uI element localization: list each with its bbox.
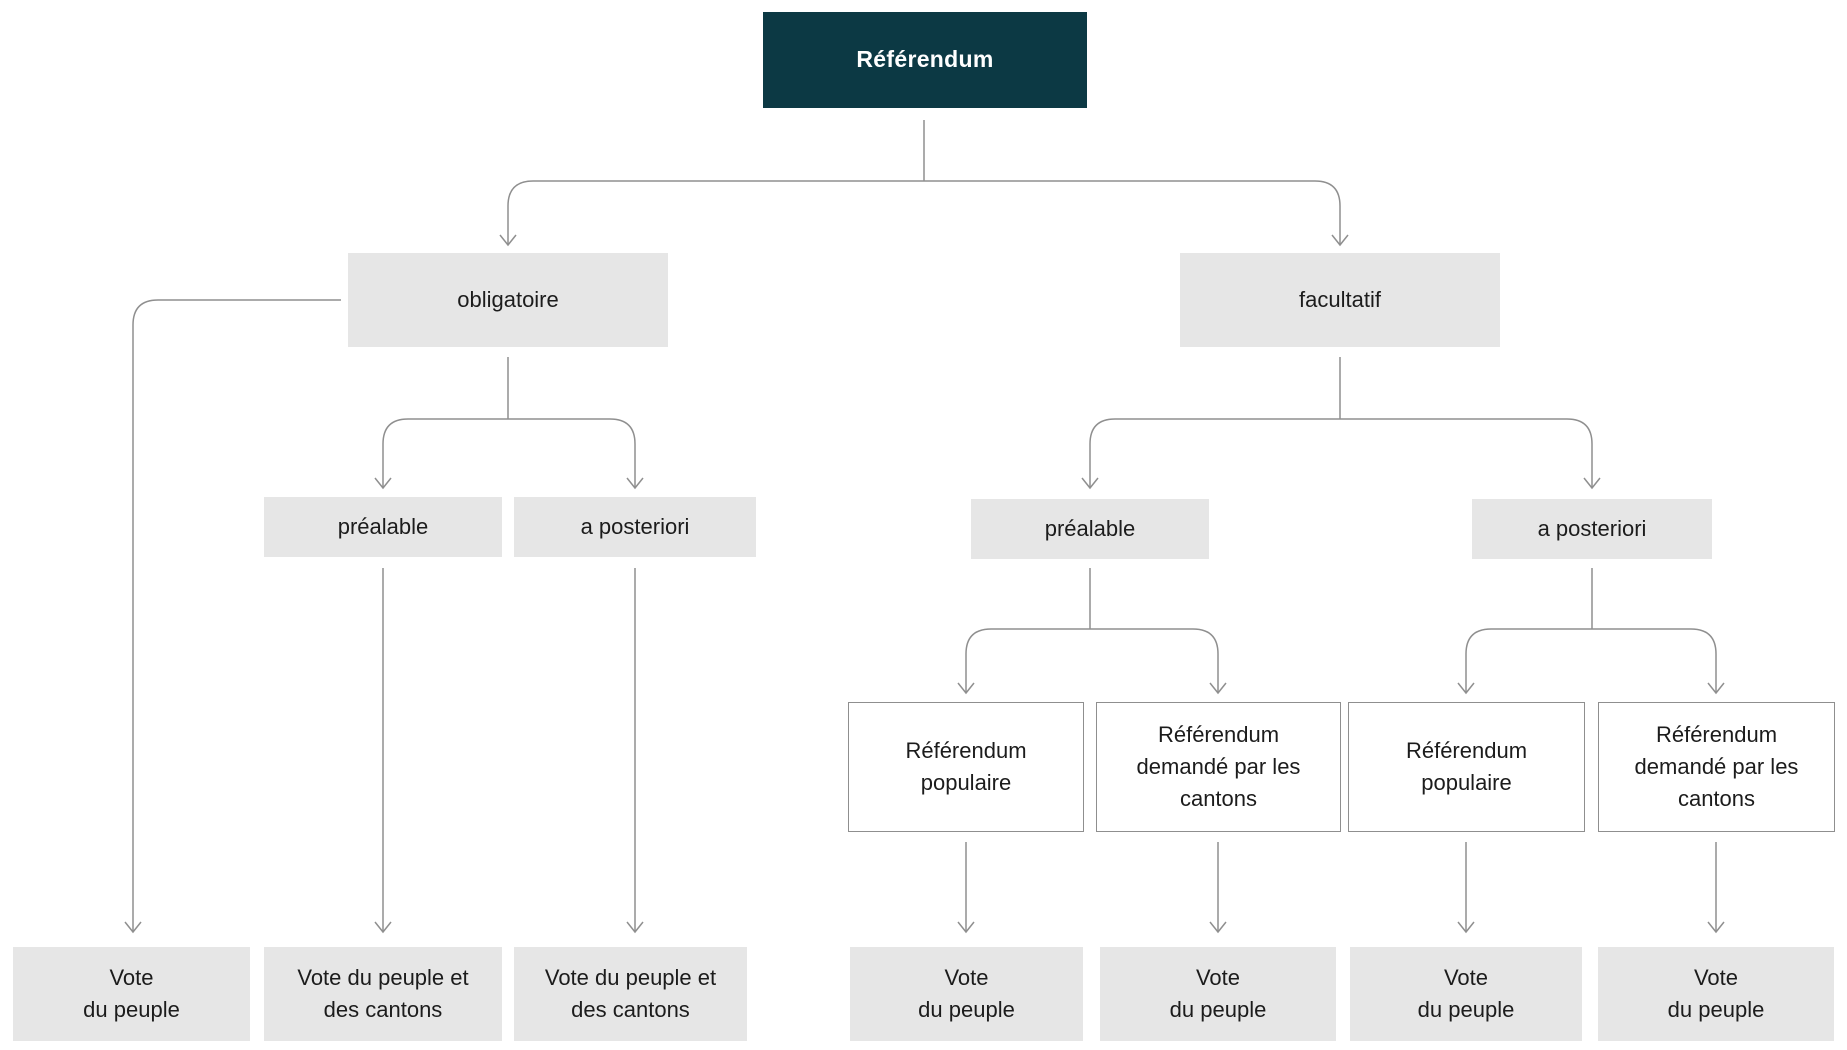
arrow-down-icon bbox=[626, 477, 644, 490]
node-referendum-cantons-prealable: Référendum demandé par les cantons bbox=[1096, 702, 1341, 832]
node-vote-du-peuple-2: Vote du peuple bbox=[1100, 947, 1336, 1041]
edge-obligatoire-to-prealable bbox=[382, 418, 508, 487]
arrow-down-icon bbox=[1209, 682, 1227, 695]
edge-fa-prealable-to-cantons bbox=[1090, 628, 1219, 692]
arrow-down-icon bbox=[1583, 477, 1601, 490]
node-vote-du-peuple-3: Vote du peuple bbox=[1350, 947, 1582, 1041]
node-referendum-root: Référendum bbox=[763, 12, 1087, 108]
edge-facultatif-to-prealable bbox=[1089, 418, 1340, 487]
edge-root-to-obligatoire bbox=[507, 180, 924, 244]
arrow-down-icon bbox=[626, 921, 644, 934]
edge-fa-prealable-to-populaire bbox=[965, 628, 1090, 692]
node-vote-du-peuple-4: Vote du peuple bbox=[1598, 947, 1834, 1041]
node-obligatoire-a-posteriori: a posteriori bbox=[514, 497, 756, 557]
node-obligatoire-prealable: préalable bbox=[264, 497, 502, 557]
edge-obligatoire-to-aposteriori bbox=[508, 418, 636, 487]
node-facultatif-a-posteriori: a posteriori bbox=[1472, 499, 1712, 559]
arrow-down-icon bbox=[1457, 682, 1475, 695]
node-obligatoire: obligatoire bbox=[348, 253, 668, 347]
arrow-down-icon bbox=[124, 921, 142, 934]
node-vote-du-peuple-1: Vote du peuple bbox=[850, 947, 1083, 1041]
node-facultatif-prealable: préalable bbox=[971, 499, 1209, 559]
node-referendum-cantons-a-posteriori: Référendum demandé par les cantons bbox=[1598, 702, 1835, 832]
edge-fa-aposteriori-to-cantons bbox=[1592, 628, 1717, 692]
arrow-down-icon bbox=[957, 921, 975, 934]
arrow-down-icon bbox=[1707, 682, 1725, 695]
node-vote-du-peuple-obligatoire: Vote du peuple bbox=[13, 947, 250, 1041]
arrow-down-icon bbox=[1707, 921, 1725, 934]
arrow-down-icon bbox=[1209, 921, 1227, 934]
node-facultatif: facultatif bbox=[1180, 253, 1500, 347]
edge-obligatoire-to-vote-peuple bbox=[132, 299, 341, 931]
arrow-down-icon bbox=[1081, 477, 1099, 490]
arrow-down-icon bbox=[1331, 234, 1349, 247]
node-vote-peuple-cantons-1: Vote du peuple et des cantons bbox=[264, 947, 502, 1041]
arrow-down-icon bbox=[374, 477, 392, 490]
node-vote-peuple-cantons-2: Vote du peuple et des cantons bbox=[514, 947, 747, 1041]
arrow-down-icon bbox=[957, 682, 975, 695]
arrow-down-icon bbox=[1457, 921, 1475, 934]
node-referendum-populaire-a-posteriori: Référendum populaire bbox=[1348, 702, 1585, 832]
edge-fa-aposteriori-to-populaire bbox=[1465, 628, 1592, 692]
node-referendum-populaire-prealable: Référendum populaire bbox=[848, 702, 1084, 832]
edge-facultatif-to-aposteriori bbox=[1340, 418, 1593, 487]
arrow-down-icon bbox=[374, 921, 392, 934]
edge-root-to-facultatif bbox=[924, 180, 1341, 244]
arrow-down-icon bbox=[499, 234, 517, 247]
